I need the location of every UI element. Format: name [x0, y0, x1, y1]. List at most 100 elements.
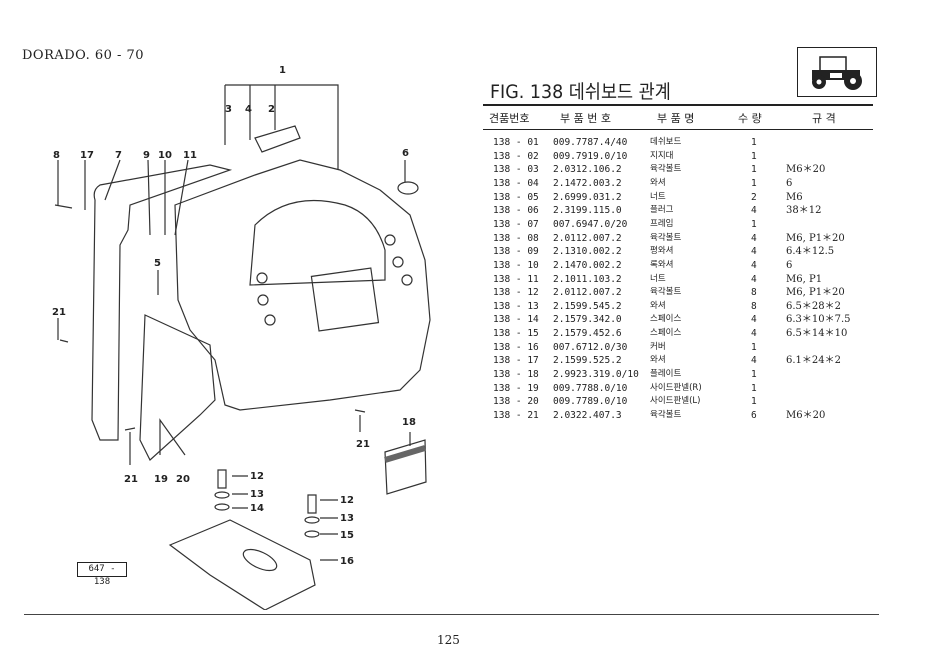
figure-title: FIG. 138 데쉬보드 관계	[490, 81, 671, 103]
tractor-icon	[797, 47, 877, 97]
quantity: 1	[751, 150, 757, 162]
svg-text:14: 14	[250, 503, 264, 514]
spec: 6	[786, 177, 793, 189]
svg-text:13: 13	[250, 489, 264, 500]
part-name: 평와셔	[650, 246, 674, 257]
figure-reference-label: 647 - 138	[77, 562, 127, 587]
quantity: 1	[751, 137, 757, 148]
item-code: 138 - 13	[493, 300, 539, 312]
part-name: 스페이스	[650, 328, 682, 339]
item-code: 138 - 03	[493, 164, 539, 176]
svg-text:4: 4	[245, 104, 252, 115]
part-name: 너트	[650, 191, 666, 202]
item-code: 138 - 17	[493, 355, 539, 367]
exploded-diagram: 1 2 3 4 5 6 7 8 9 10 11 12 13 14 12 13 1…	[52, 65, 431, 610]
svg-text:21: 21	[124, 474, 138, 485]
spec: M6, P1	[786, 273, 823, 285]
quantity: 1	[751, 396, 757, 408]
item-code: 138 - 02	[493, 150, 539, 162]
spec: 6.1＊24＊2	[786, 355, 841, 367]
footer-rule	[24, 614, 879, 615]
part-name: 스페이스	[650, 314, 682, 325]
quantity: 4	[751, 232, 757, 244]
item-code: 138 - 18	[493, 369, 539, 381]
part-number: 009.7787.4/40	[553, 137, 628, 148]
model-header: DORADO. 60 - 70	[22, 48, 145, 63]
quantity: 4	[751, 314, 757, 326]
svg-text:19: 19	[154, 474, 168, 485]
quantity: 8	[751, 287, 757, 299]
svg-text:12: 12	[340, 495, 354, 506]
table-top-rule	[483, 104, 873, 106]
item-code: 138 - 01	[493, 137, 539, 148]
svg-text:6: 6	[402, 148, 409, 159]
part-number: 2.1470.002.2	[553, 259, 622, 271]
spec: 6.3＊10＊7.5	[786, 314, 851, 326]
part-name: 육각볼트	[650, 232, 682, 243]
part-name: 플러그	[650, 205, 674, 216]
spec: M6	[786, 191, 803, 203]
part-number: 2.1472.003.2	[553, 177, 622, 189]
item-code: 138 - 06	[493, 205, 539, 217]
part-number: 2.0322.407.3	[553, 410, 622, 421]
item-code: 138 - 04	[493, 177, 539, 189]
cover-shape	[168, 519, 316, 610]
side-panel-lower-shape	[139, 314, 216, 461]
quantity: 4	[751, 259, 757, 271]
part-name: 너트	[650, 273, 666, 284]
svg-text:16: 16	[340, 556, 354, 567]
svg-text:10: 10	[158, 150, 172, 161]
svg-text:18: 18	[402, 417, 416, 428]
header-part-name: 부 품 명	[657, 112, 695, 125]
plate-shape	[384, 439, 427, 495]
part-name: 와셔	[650, 177, 666, 188]
spec: 6.4＊12.5	[786, 246, 835, 258]
svg-text:21: 21	[356, 439, 370, 450]
spec: 6	[786, 259, 793, 271]
item-code: 138 - 12	[493, 287, 539, 299]
instrument-window-shape	[249, 199, 386, 286]
svg-text:11: 11	[183, 150, 197, 161]
quantity: 4	[751, 328, 757, 340]
quantity: 6	[751, 410, 757, 421]
svg-text:7: 7	[115, 150, 122, 161]
svg-text:20: 20	[176, 474, 190, 485]
item-code: 138 - 08	[493, 232, 539, 244]
part-name: 커버	[650, 341, 666, 352]
table-header-rule	[483, 129, 873, 130]
header-part-number: 부 품 번 호	[560, 112, 611, 125]
part-number: 2.0312.106.2	[553, 164, 622, 176]
item-code: 138 - 10	[493, 259, 539, 271]
item-code: 138 - 07	[493, 218, 539, 230]
svg-text:17: 17	[80, 150, 94, 161]
part-name: 와셔	[650, 300, 666, 311]
part-number: 009.7919.0/10	[553, 150, 628, 162]
part-name: 록와셔	[650, 259, 674, 270]
svg-text:5: 5	[154, 258, 161, 269]
quantity: 4	[751, 205, 757, 217]
quantity: 1	[751, 369, 757, 381]
part-number: 2.1579.342.0	[553, 314, 622, 326]
side-panel-left-shape	[91, 164, 233, 441]
quantity: 1	[751, 218, 757, 230]
header-spec: 규 격	[812, 112, 836, 125]
spec: M6＊20	[786, 410, 826, 421]
quantity: 1	[751, 177, 757, 189]
svg-text:15: 15	[340, 530, 354, 541]
part-name: 플레이트	[650, 369, 682, 380]
part-number: 2.6999.031.2	[553, 191, 622, 203]
item-code: 138 - 09	[493, 246, 539, 258]
part-number: 2.1599.525.2	[553, 355, 622, 367]
part-name: 사이드판넬(L)	[650, 396, 701, 407]
part-number: 2.0112.007.2	[553, 232, 622, 244]
svg-text:21: 21	[52, 307, 66, 318]
spec: 6.5＊14＊10	[786, 328, 848, 340]
gauge-opening-shape	[310, 267, 380, 332]
quantity: 1	[751, 382, 757, 394]
part-name: 육각볼트	[650, 287, 682, 298]
item-code: 138 - 19	[493, 382, 539, 394]
spec: 6.5＊28＊2	[786, 300, 841, 312]
item-code: 138 - 20	[493, 396, 539, 408]
part-name: 와셔	[650, 355, 666, 366]
svg-text:8: 8	[53, 150, 60, 161]
